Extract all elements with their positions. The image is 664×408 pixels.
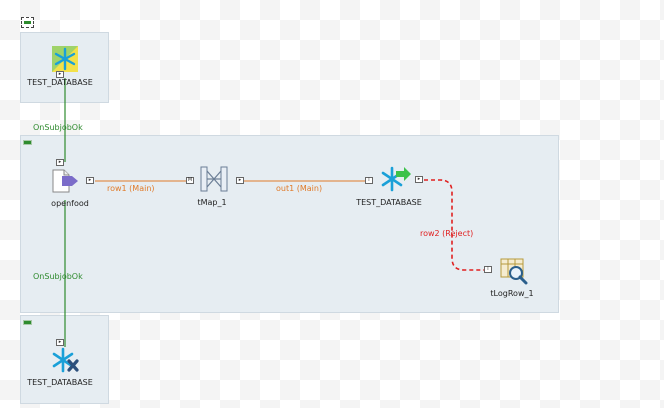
input-port[interactable]: i	[365, 177, 373, 184]
connection-label: row1 (Main)	[107, 184, 155, 193]
component-label: tLogRow_1	[490, 289, 534, 298]
log-row-icon[interactable]	[499, 257, 529, 285]
trigger-input-port[interactable]: ▸	[56, 159, 64, 166]
component-label: TEST_DATABASE	[27, 378, 93, 387]
subjob-collapse-button[interactable]	[23, 320, 32, 325]
connection-label: out1 (Main)	[276, 184, 323, 193]
snowflake-close-icon[interactable]	[50, 346, 80, 374]
component-label: TEST_DATABASE	[356, 198, 422, 207]
row2-reject-connection	[424, 179, 484, 271]
file-input-icon[interactable]	[50, 168, 80, 194]
note-icon[interactable]	[21, 17, 34, 28]
trigger-port[interactable]: ▸	[56, 71, 64, 78]
input-port[interactable]: M	[186, 177, 194, 184]
trigger-label: OnSubjobOk	[33, 272, 83, 281]
trigger-label: OnSubjobOk	[33, 123, 83, 132]
output-port[interactable]: ▸	[86, 177, 94, 184]
component-label: tMap_1	[197, 198, 227, 207]
component-label: TEST_DATABASE	[27, 78, 93, 87]
input-port[interactable]: i	[484, 266, 492, 273]
output-port[interactable]: ▸	[415, 176, 423, 183]
output-port[interactable]: ▸	[236, 177, 244, 184]
trigger-input-port[interactable]: ▸	[56, 339, 64, 346]
subjob-main[interactable]	[20, 135, 559, 313]
snowflake-output-icon[interactable]	[380, 165, 412, 193]
subjob-collapse-button[interactable]	[23, 140, 32, 145]
component-label: openfood	[51, 199, 89, 208]
tmap-icon[interactable]	[199, 165, 229, 193]
snowflake-connection-icon[interactable]	[51, 45, 79, 73]
connection-label: row2 (Reject)	[420, 229, 474, 238]
